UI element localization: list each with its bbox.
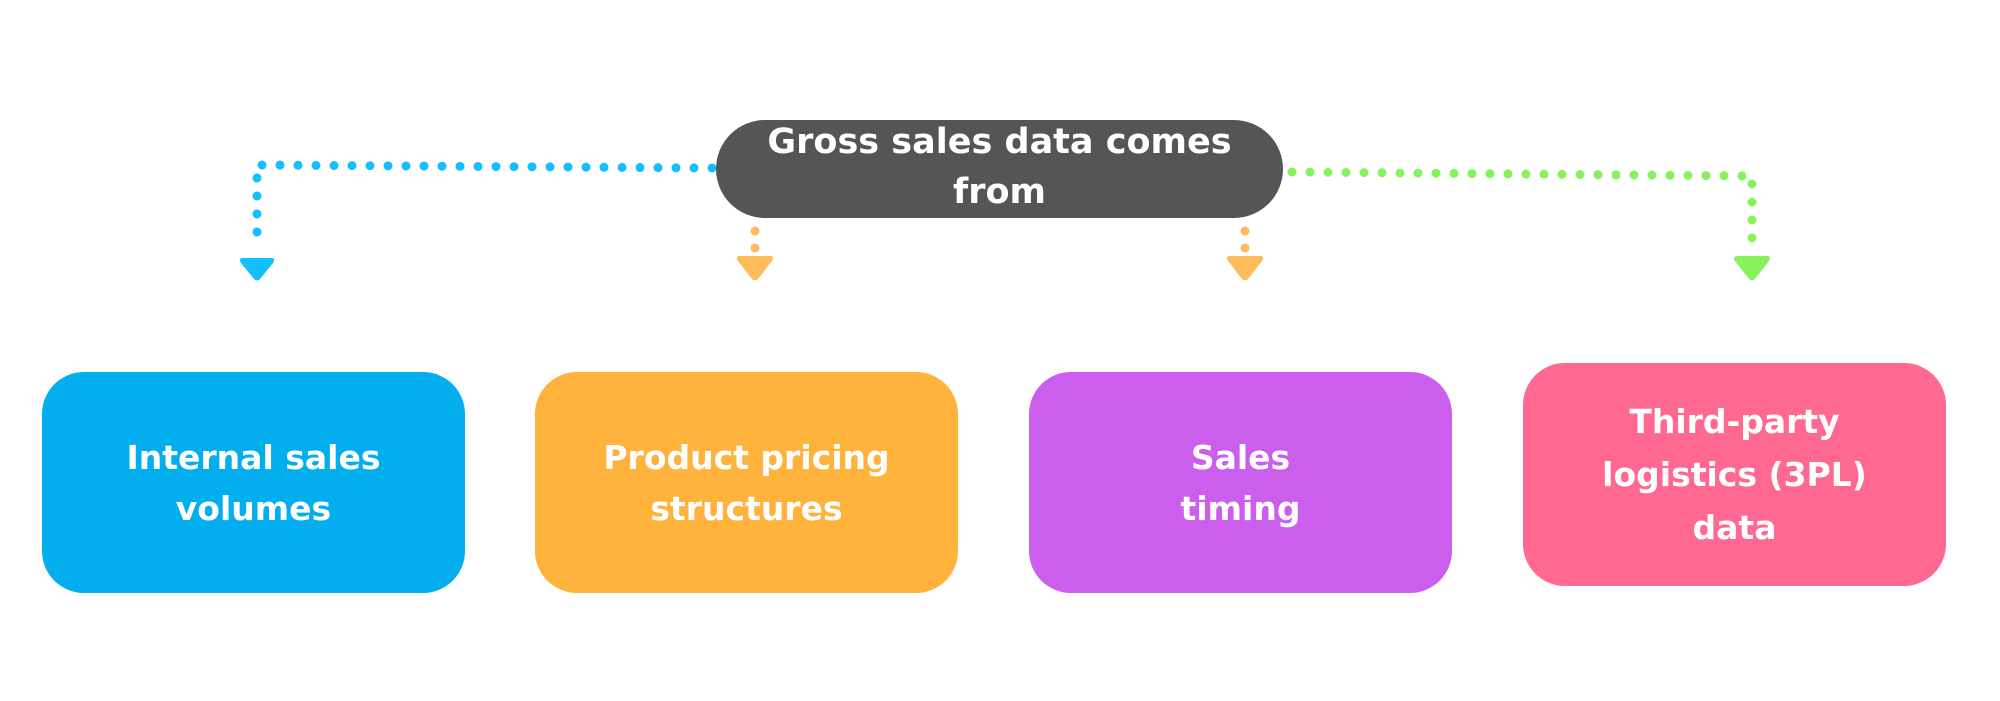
source-label: Product pricing structures bbox=[603, 437, 890, 528]
arrow-down-icon bbox=[1226, 256, 1264, 281]
source-label: Sales timing bbox=[1180, 437, 1301, 528]
source-third-party-logistics: Third-party logistics (3PL) data bbox=[1523, 363, 1946, 586]
source-label: Third-party logistics (3PL) data bbox=[1602, 402, 1867, 547]
source-internal-sales-volumes: Internal sales volumes bbox=[42, 372, 465, 593]
hub-label: Gross sales data comes from bbox=[767, 122, 1232, 212]
hub-node: Gross sales data comes from bbox=[716, 120, 1283, 218]
arrow-down-icon bbox=[1734, 256, 1771, 281]
connector-sales-timing bbox=[1226, 226, 1264, 281]
connector-product-pricing bbox=[736, 226, 774, 281]
source-sales-timing: Sales timing bbox=[1029, 372, 1452, 593]
arrow-down-icon bbox=[239, 258, 275, 281]
connector-internal-sales bbox=[239, 160, 717, 281]
source-product-pricing-structures: Product pricing structures bbox=[535, 372, 958, 593]
arrow-down-icon bbox=[736, 256, 774, 281]
source-label: Internal sales volumes bbox=[126, 437, 381, 528]
connector-3pl bbox=[1287, 167, 1771, 281]
